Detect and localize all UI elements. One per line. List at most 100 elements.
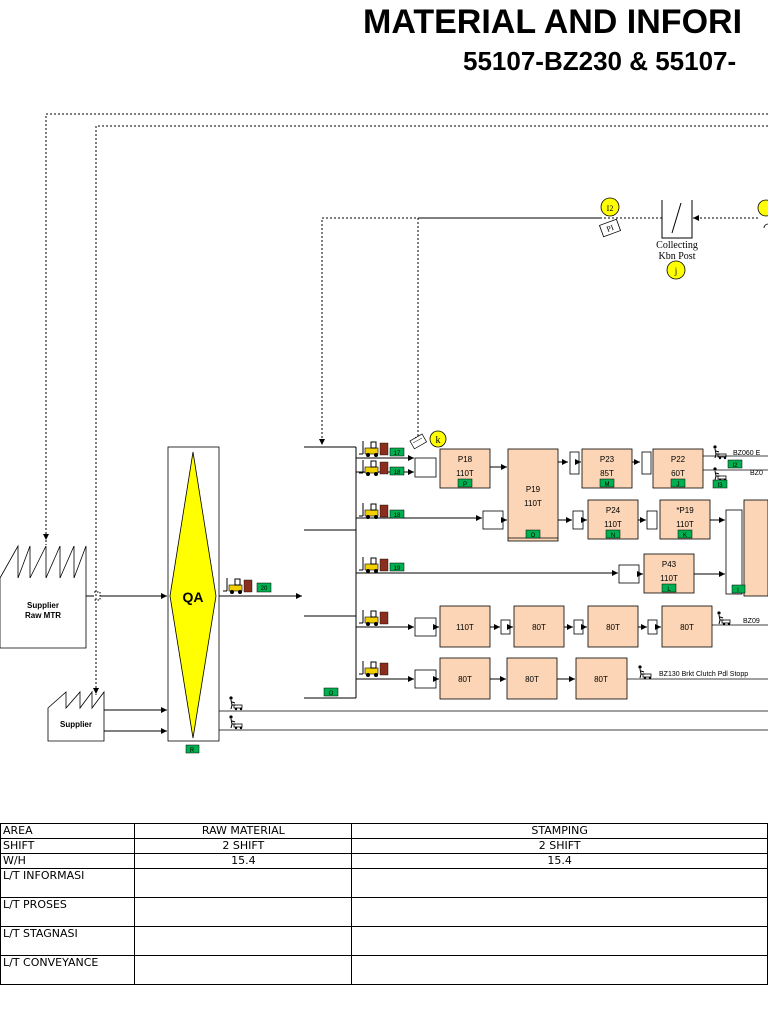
output-row1: BZ060 E <box>733 450 761 457</box>
output-row5: BZ130 Brkt Clutch Pdl Stopp <box>659 671 748 678</box>
marker-offscreen <box>757 199 768 217</box>
tag-18: 18 <box>394 470 401 476</box>
forklift-icon <box>358 459 389 477</box>
tag-20: 20 <box>261 586 268 592</box>
marker-k <box>429 430 447 448</box>
machine-name: P22 <box>671 455 686 464</box>
qa-station: QA R <box>167 446 220 754</box>
delivery-icon <box>712 444 727 460</box>
svg-text:PI: PI <box>605 223 615 234</box>
machine-name: P23 <box>600 455 615 464</box>
table-cell <box>134 897 353 927</box>
machine-tonnage: 80T <box>525 675 539 684</box>
machine-name: P24 <box>606 506 621 515</box>
table-cell: 2 SHIFT <box>351 838 768 854</box>
table-cell <box>351 955 768 985</box>
machine-p19 <box>507 448 559 542</box>
forklift-icon <box>358 440 389 458</box>
machine-name: P43 <box>662 560 677 569</box>
tag-l: L <box>667 587 671 593</box>
table-cell: 15.4 <box>351 853 768 869</box>
page-subtitle: 55107-BZ230 & 55107- <box>463 46 737 76</box>
machine-tonnage: 80T <box>594 675 608 684</box>
tag-i3: I3 <box>717 483 723 489</box>
delivery-icon <box>716 610 731 626</box>
table-row: SHIFT 2 SHIFT 2 SHIFT <box>0 838 768 854</box>
qa-label: QA <box>183 589 204 605</box>
table-cell <box>134 868 353 898</box>
table-cell: 2 SHIFT <box>134 838 353 854</box>
machine-offscreen <box>743 499 768 597</box>
table-row: L/T INFORMASI <box>0 868 768 898</box>
machine-name: *P19 <box>676 506 694 515</box>
row-label: L/T CONVEYANCE <box>0 955 136 985</box>
tag-17: 17 <box>394 451 401 457</box>
tag-19: 19 <box>394 566 401 572</box>
row-label: L/T INFORMASI <box>0 868 136 898</box>
tag-k: K <box>683 533 687 539</box>
forklift-icon <box>358 556 389 574</box>
tag-r: R <box>190 748 195 754</box>
supplier-raw-label-2: Raw MTR <box>25 611 61 620</box>
table-header: AREA <box>0 823 136 839</box>
machine-80t <box>506 657 558 700</box>
machine-tonnage: 110T <box>524 499 542 508</box>
supplier: Supplier <box>47 690 105 742</box>
marker-j-label: j <box>674 266 678 276</box>
table-cell <box>134 926 353 956</box>
row-label: W/H <box>0 853 136 869</box>
machine-tonnage: 110T <box>456 623 474 632</box>
supplier-raw-mtr: Supplier Raw MTR <box>0 544 87 649</box>
tag-p: P <box>463 482 467 488</box>
machine-tonnage: 60T <box>671 469 685 478</box>
machine-tonnage: 110T <box>676 520 694 529</box>
row-label: SHIFT <box>0 838 136 854</box>
tag-m: M <box>605 482 610 488</box>
output-row4: BZ09 <box>743 618 760 625</box>
machine-tonnage: 110T <box>660 574 678 583</box>
distribution-frame <box>304 446 357 699</box>
forklift-icon <box>222 577 253 595</box>
machine-name: P18 <box>458 455 473 464</box>
marker-i2-label: I2 <box>607 204 614 213</box>
collecting-kanban-post: Collecting Kbn Post j <box>656 200 698 280</box>
tag-n: N <box>611 533 615 539</box>
forklift-icon <box>358 660 389 678</box>
marker-i2 <box>600 197 620 217</box>
value-stream-map: Collecting Kbn Post j I2 PI Supplier Raw… <box>0 113 768 754</box>
tag-j: J <box>677 482 680 488</box>
delivery-icon <box>228 695 243 711</box>
page-title: MATERIAL AND INFORI <box>363 3 743 41</box>
tag-i2: I2 <box>732 463 738 469</box>
table-header: RAW MATERIAL <box>134 823 353 839</box>
machine-name: P19 <box>526 485 541 494</box>
summary-table: AREA RAW MATERIAL STAMPING SHIFT 2 SHIFT… <box>0 823 768 985</box>
marker-j <box>666 260 686 280</box>
collecting-post-label-2: Kbn Post <box>659 251 696 262</box>
table-row: L/T PROSES <box>0 897 768 927</box>
machine-tonnage: 80T <box>606 623 620 632</box>
supplier-raw-label: Supplier <box>27 601 59 610</box>
machine-80t <box>587 605 639 648</box>
tag-o2: O <box>531 533 536 539</box>
supplier-label: Supplier <box>60 720 92 729</box>
machine-80t <box>575 657 628 700</box>
delivery-icon <box>637 664 652 680</box>
forklift-icon <box>358 502 389 520</box>
machine-80t <box>439 657 491 700</box>
kanban-card-icon <box>409 433 428 450</box>
table-row: W/H 15.4 15.4 <box>0 853 768 869</box>
collecting-post-label: Collecting <box>656 240 698 251</box>
table-row: L/T CONVEYANCE <box>0 955 768 985</box>
delivery-icon <box>228 714 243 730</box>
table-header: STAMPING <box>351 823 768 839</box>
production-instruction-card: PI <box>598 218 622 238</box>
row-label: L/T PROSES <box>0 897 136 927</box>
tag-o: O <box>329 691 334 697</box>
machine-110t <box>439 605 491 648</box>
info-lines <box>45 113 768 695</box>
machine-tonnage: 110T <box>456 469 474 478</box>
table-row: L/T STAGNASI <box>0 926 768 956</box>
table-header-row: AREA RAW MATERIAL STAMPING <box>0 823 768 839</box>
machine-tonnage: 80T <box>458 675 472 684</box>
